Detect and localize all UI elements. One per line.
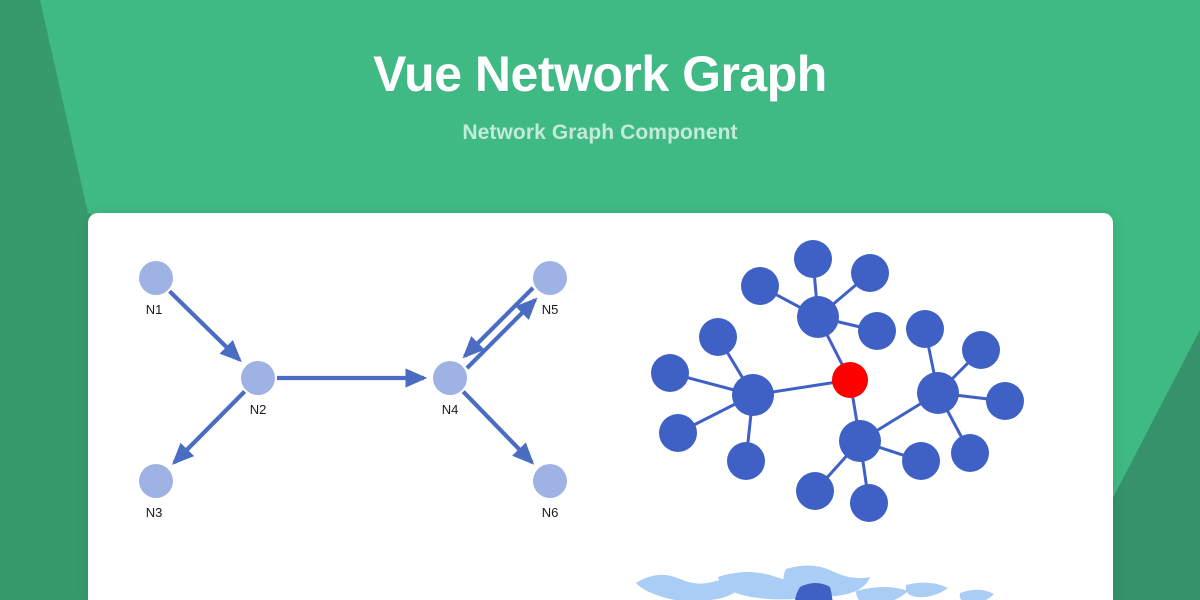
hub-node[interactable] — [951, 434, 989, 472]
page-subtitle: Network Graph Component — [462, 120, 738, 144]
page-title: Vue Network Graph — [373, 46, 827, 102]
hub-node[interactable] — [659, 414, 697, 452]
hub-node[interactable] — [732, 374, 774, 416]
node-label: N2 — [250, 402, 267, 417]
graph-edge[interactable] — [461, 390, 535, 465]
graph-edge[interactable] — [171, 390, 247, 465]
edge-layer — [168, 286, 538, 465]
node-label: N5 — [542, 302, 559, 317]
hub-node[interactable] — [839, 420, 881, 462]
hub-node[interactable] — [917, 372, 959, 414]
background-corner-shade — [1113, 575, 1200, 600]
hub-node[interactable] — [851, 254, 889, 292]
page-header: Vue Network Graph Network Graph Componen… — [0, 0, 1200, 200]
hub-node[interactable] — [796, 472, 834, 510]
hub-node[interactable] — [986, 382, 1024, 420]
hub-node[interactable] — [902, 442, 940, 480]
map-landmass — [959, 589, 994, 600]
graph-node-n6[interactable]: N6 — [533, 464, 567, 520]
node-circle[interactable] — [241, 361, 275, 395]
hub-graph-demo[interactable] — [648, 233, 1078, 553]
hub-node[interactable] — [850, 484, 888, 522]
map-landmass — [905, 582, 948, 598]
hub-node[interactable] — [741, 267, 779, 305]
node-circle[interactable] — [139, 261, 173, 295]
hub-node[interactable] — [651, 354, 689, 392]
hub-node[interactable] — [727, 442, 765, 480]
graph-node-n5[interactable]: N5 — [533, 261, 567, 317]
map-landmass — [856, 587, 908, 600]
graph-edge[interactable] — [465, 297, 538, 370]
hub-node[interactable] — [797, 296, 839, 338]
graph-node-n3[interactable]: N3 — [139, 464, 173, 520]
node-label: N1 — [146, 302, 163, 317]
hub-node[interactable] — [962, 331, 1000, 369]
graph-node-n2[interactable]: N2 — [241, 361, 275, 417]
hub-node[interactable] — [699, 318, 737, 356]
graph-node-n1[interactable]: N1 — [139, 261, 173, 317]
hub-node[interactable] — [858, 312, 896, 350]
world-map-demo[interactable] — [588, 543, 1068, 600]
hub-graph-canvas[interactable] — [648, 233, 1078, 553]
node-label: N3 — [146, 505, 163, 520]
hub-node[interactable] — [906, 310, 944, 348]
node-label: N4 — [442, 402, 459, 417]
hub-node[interactable] — [794, 240, 832, 278]
node-circle[interactable] — [139, 464, 173, 498]
graph-edge[interactable] — [462, 286, 535, 359]
node-circle[interactable] — [533, 464, 567, 498]
graph-node-n4[interactable]: N4 — [433, 361, 467, 417]
hub-node-center-selected[interactable] — [832, 362, 868, 398]
world-map-canvas[interactable] — [588, 543, 1068, 600]
hub-node-layer — [651, 240, 1024, 522]
node-circle[interactable] — [433, 361, 467, 395]
node-circle[interactable] — [533, 261, 567, 295]
graph-edge[interactable] — [168, 289, 242, 363]
node-label: N6 — [542, 505, 559, 520]
